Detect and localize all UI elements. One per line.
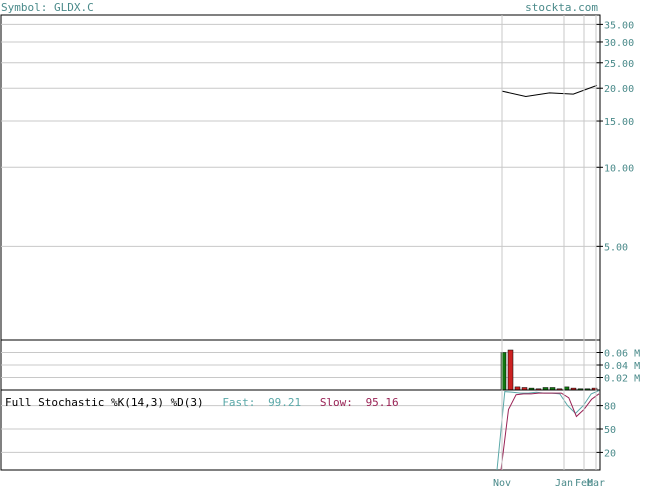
price-tick-label: 30.00 (604, 38, 634, 49)
price-grid (1, 23, 600, 247)
x-tick-label: Jan (555, 478, 573, 486)
fast-value: 99.21 (268, 396, 301, 409)
price-tick-label: 20.00 (604, 84, 634, 95)
stochastic-title: Full Stochastic %K(14,3) %D(3) Fast: 99.… (5, 396, 399, 409)
price-series (501, 84, 598, 98)
price-tick-label: 15.00 (604, 117, 634, 128)
fast-label: Fast: (222, 396, 255, 409)
stochastic-tick-label: 20 (604, 448, 616, 459)
symbol-label: Symbol: GLDX.C (1, 1, 94, 14)
volume-bar (507, 349, 514, 391)
x-tick-label: Mar (587, 478, 605, 486)
volume-axis: 0.06 M0.04 M 0.02 M (596, 349, 640, 385)
x-tick-label: Nov (493, 478, 511, 486)
stochastic-grid (1, 405, 600, 453)
slow-stochastic-line (500, 392, 600, 471)
price-tick-label: 35.00 (604, 20, 634, 31)
slow-value: 95.16 (366, 396, 399, 409)
stochastic-panel (0, 389, 601, 471)
stochastic-axis: 80 50 20 (596, 402, 616, 459)
stochastic-title-text: Full Stochastic %K(14,3) %D(3) (5, 396, 204, 409)
price-tick-label: 10.00 (604, 163, 634, 174)
site-label: stockta.com (525, 1, 598, 14)
volume-grid (1, 352, 600, 378)
price-tick-label: 5.00 (604, 242, 628, 253)
price-axis: 35.00 30.00 25.00 20.00 15.00 10.00 5.00 (596, 20, 634, 253)
stochastic-tick-label: 50 (604, 425, 616, 436)
stochastic-lines (496, 390, 600, 471)
stochastic-tick-label: 80 (604, 402, 616, 413)
x-tick-label: Feb (575, 478, 593, 486)
volume-tick-label: 0.06 M (604, 349, 640, 360)
x-grid (501, 15, 597, 470)
price-line (501, 84, 598, 98)
volume-tick-label: 0.04 M (604, 361, 640, 372)
price-tick-label: 25.00 (604, 59, 634, 70)
price-panel (0, 14, 601, 341)
volume-tick-label: 0.02 M (604, 374, 640, 385)
slow-label: Slow: (320, 396, 353, 409)
